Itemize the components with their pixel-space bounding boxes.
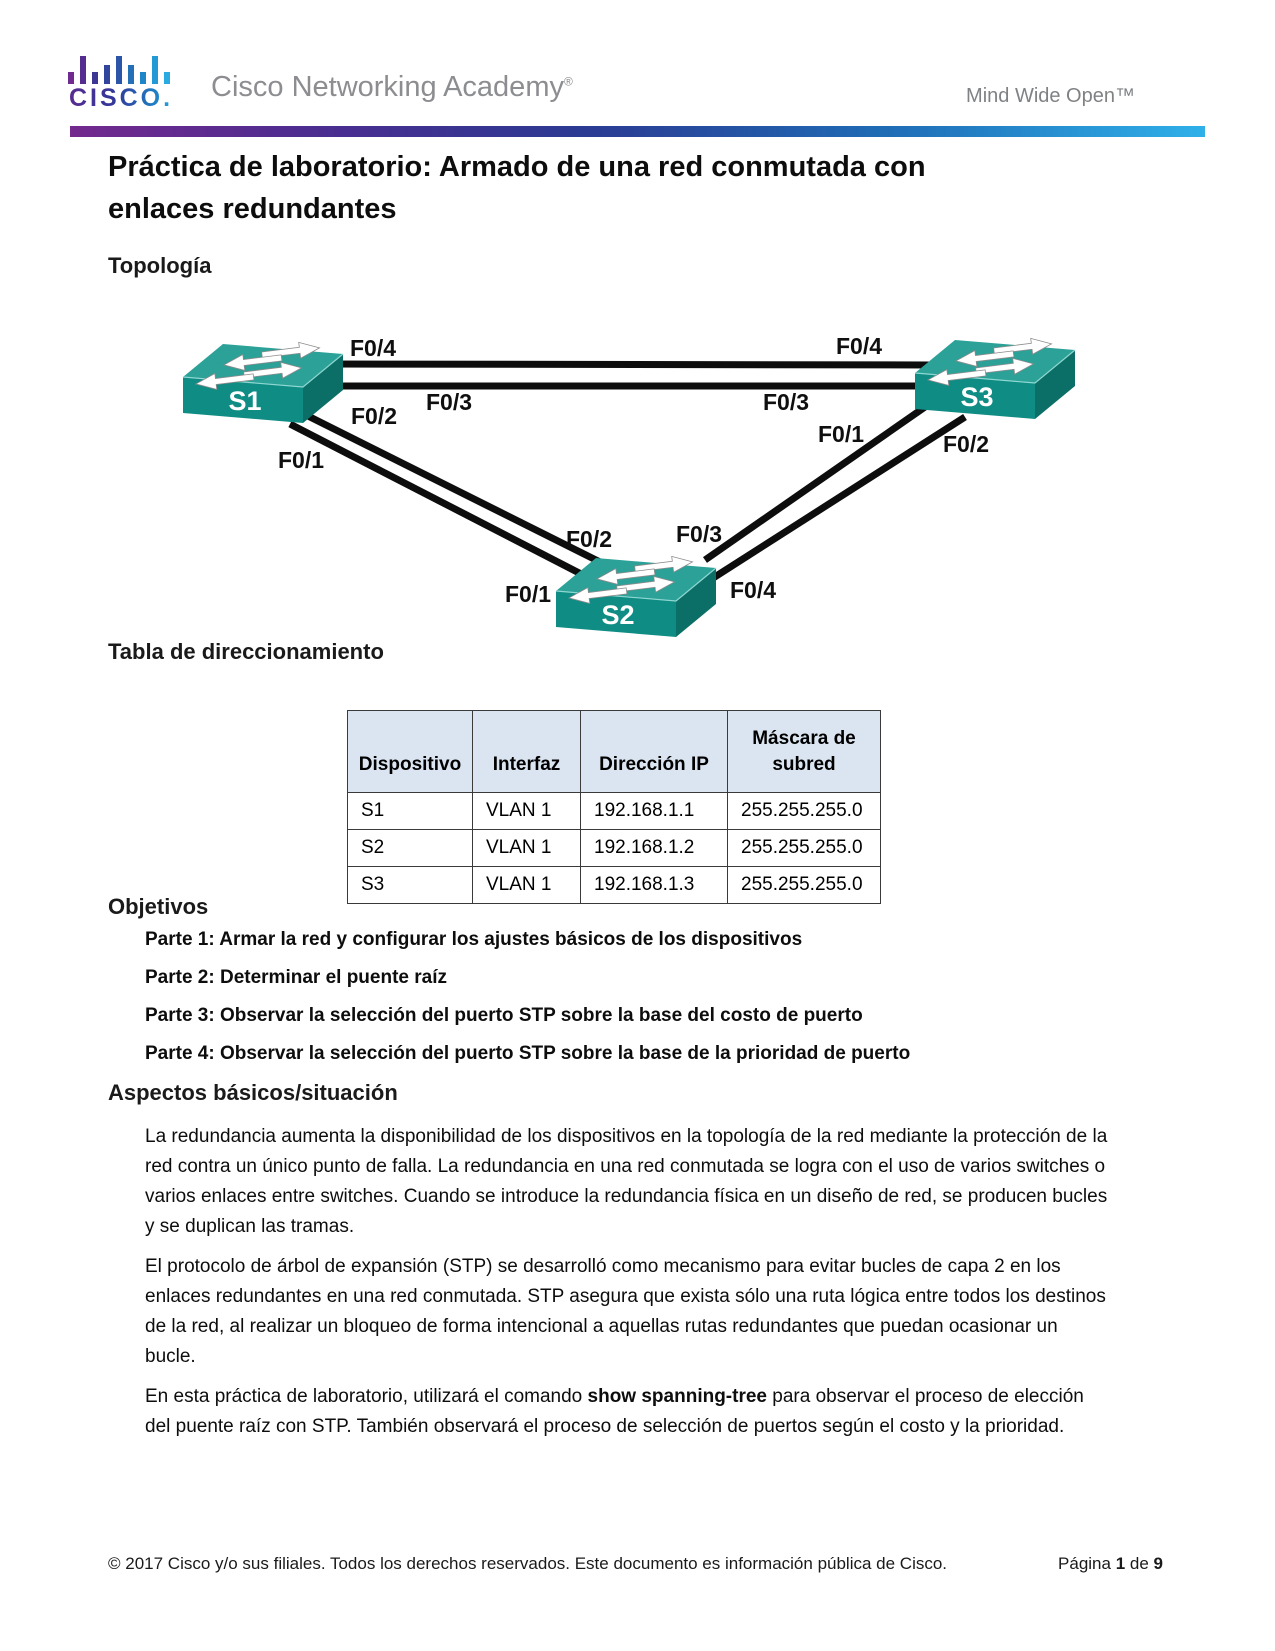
background-paragraph-3: En esta práctica de laboratorio, utiliza… xyxy=(145,1382,1113,1442)
port-label-s3-f04: F0/4 xyxy=(836,333,882,359)
footer-page-indicator: Página 1 de 9 xyxy=(1058,1554,1163,1574)
cisco-logo-bars-icon xyxy=(68,56,170,84)
port-label-s2-f04: F0/4 xyxy=(730,577,776,603)
page-title-line1: Práctica de laboratorio: Armado de una r… xyxy=(108,151,926,183)
port-label-s3-f02: F0/2 xyxy=(943,431,989,457)
cell-mask: 255.255.255.0 xyxy=(727,792,881,830)
objective-part-2: Parte 2: Determinar el puente raíz xyxy=(145,967,447,988)
link-s1-s3-f04 xyxy=(329,360,931,369)
switch-s2: S2 xyxy=(555,553,717,638)
switch-s1: S1 xyxy=(182,339,344,424)
port-label-s2-f03: F0/3 xyxy=(676,521,722,547)
cell-device: S2 xyxy=(347,829,473,867)
table-row: S1 VLAN 1 192.168.1.1 255.255.255.0 xyxy=(347,792,881,830)
table-row: S3 VLAN 1 192.168.1.3 255.255.255.0 xyxy=(347,866,881,904)
switch-s2-label: S2 xyxy=(601,600,634,630)
col-header-device: Dispositivo xyxy=(347,710,473,793)
port-label-s3-f03: F0/3 xyxy=(763,389,809,415)
switch-s3-label: S3 xyxy=(960,382,993,412)
cell-mask: 255.255.255.0 xyxy=(727,866,881,904)
topology-diagram: S1 S2 S3 F0/4 F0/3 F0/2 F0/1 F0/4 F0/3 F… xyxy=(182,333,1076,638)
brand-name: Cisco Networking Academy xyxy=(211,71,564,103)
port-label-s1-f02: F0/2 xyxy=(351,403,397,429)
cell-ip: 192.168.1.2 xyxy=(580,829,728,867)
table-row: S2 VLAN 1 192.168.1.2 255.255.255.0 xyxy=(347,829,881,867)
cell-interface: VLAN 1 xyxy=(472,866,581,904)
objective-part-4: Parte 4: Observar la selección del puert… xyxy=(145,1043,911,1064)
page-title: Práctica de laboratorio: Armado de una r… xyxy=(108,146,1128,230)
addressing-table: Dispositivo Interfaz Dirección IP Máscar… xyxy=(347,710,881,904)
brand-title: Cisco Networking Academy® xyxy=(211,71,573,104)
heading-addressing-table: Tabla de direccionamiento xyxy=(108,639,384,664)
tagline: Mind Wide Open™ xyxy=(966,85,1135,107)
background-paragraph-2: El protocolo de árbol de expansión (STP)… xyxy=(145,1256,1106,1367)
cell-interface: VLAN 1 xyxy=(472,829,581,867)
paragraph-text: En esta práctica de laboratorio, utiliza… xyxy=(145,1386,588,1407)
cell-ip: 192.168.1.3 xyxy=(580,866,728,904)
footer-copyright: © 2017 Cisco y/o sus filiales. Todos los… xyxy=(108,1554,948,1573)
objectives-list: Parte 1: Armar la red y configurar los a… xyxy=(145,929,910,1081)
cell-ip: 192.168.1.1 xyxy=(580,792,728,830)
cell-mask: 255.255.255.0 xyxy=(727,829,881,867)
link-s2-s3-upper xyxy=(703,404,927,563)
command-show-spanning-tree: show spanning-tree xyxy=(587,1386,767,1407)
heading-objectives: Objetivos xyxy=(108,894,209,919)
link-s1-s2-f02 xyxy=(298,408,602,566)
registered-mark: ® xyxy=(563,74,573,89)
port-label-s3-f01: F0/1 xyxy=(818,421,864,447)
switch-s1-label: S1 xyxy=(228,386,261,416)
table-header-row: Dispositivo Interfaz Dirección IP Máscar… xyxy=(347,710,881,793)
page-total: 9 xyxy=(1153,1554,1163,1573)
heading-topology: Topología xyxy=(108,253,212,278)
heading-background: Aspectos básicos/situación xyxy=(108,1080,398,1105)
page-of: de xyxy=(1125,1554,1154,1573)
port-label-s1-f04: F0/4 xyxy=(350,335,396,361)
col-header-mask: Máscara de subred xyxy=(727,710,881,793)
port-label-s1-f01: F0/1 xyxy=(278,447,324,473)
port-label-s2-f01: F0/1 xyxy=(505,581,551,607)
cell-interface: VLAN 1 xyxy=(472,792,581,830)
port-label-s2-f02: F0/2 xyxy=(566,526,612,552)
header-gradient-bar xyxy=(70,126,1205,137)
cisco-logo-text: CISCO. xyxy=(66,84,176,113)
page-label: Página xyxy=(1058,1554,1116,1573)
switch-s3: S3 xyxy=(914,335,1076,420)
col-header-interface: Interfaz xyxy=(472,710,581,793)
col-header-ip: Dirección IP xyxy=(580,710,728,793)
background-paragraph-1: La redundancia aumenta la disponibilidad… xyxy=(145,1126,1108,1237)
link-s2-s3-lower xyxy=(708,414,967,583)
cell-device: S3 xyxy=(347,866,473,904)
objective-part-3: Parte 3: Observar la selección del puert… xyxy=(145,1005,863,1026)
cell-device: S1 xyxy=(347,792,473,830)
link-s1-s2-f01 xyxy=(288,420,587,580)
page-title-line2: enlaces redundantes xyxy=(108,193,397,225)
port-label-s1-f03: F0/3 xyxy=(426,389,472,415)
paragraph-text: para observar el proceso de elección del… xyxy=(145,1386,1084,1437)
objective-part-1: Parte 1: Armar la red y configurar los a… xyxy=(145,929,803,950)
page-number: 1 xyxy=(1115,1554,1126,1573)
